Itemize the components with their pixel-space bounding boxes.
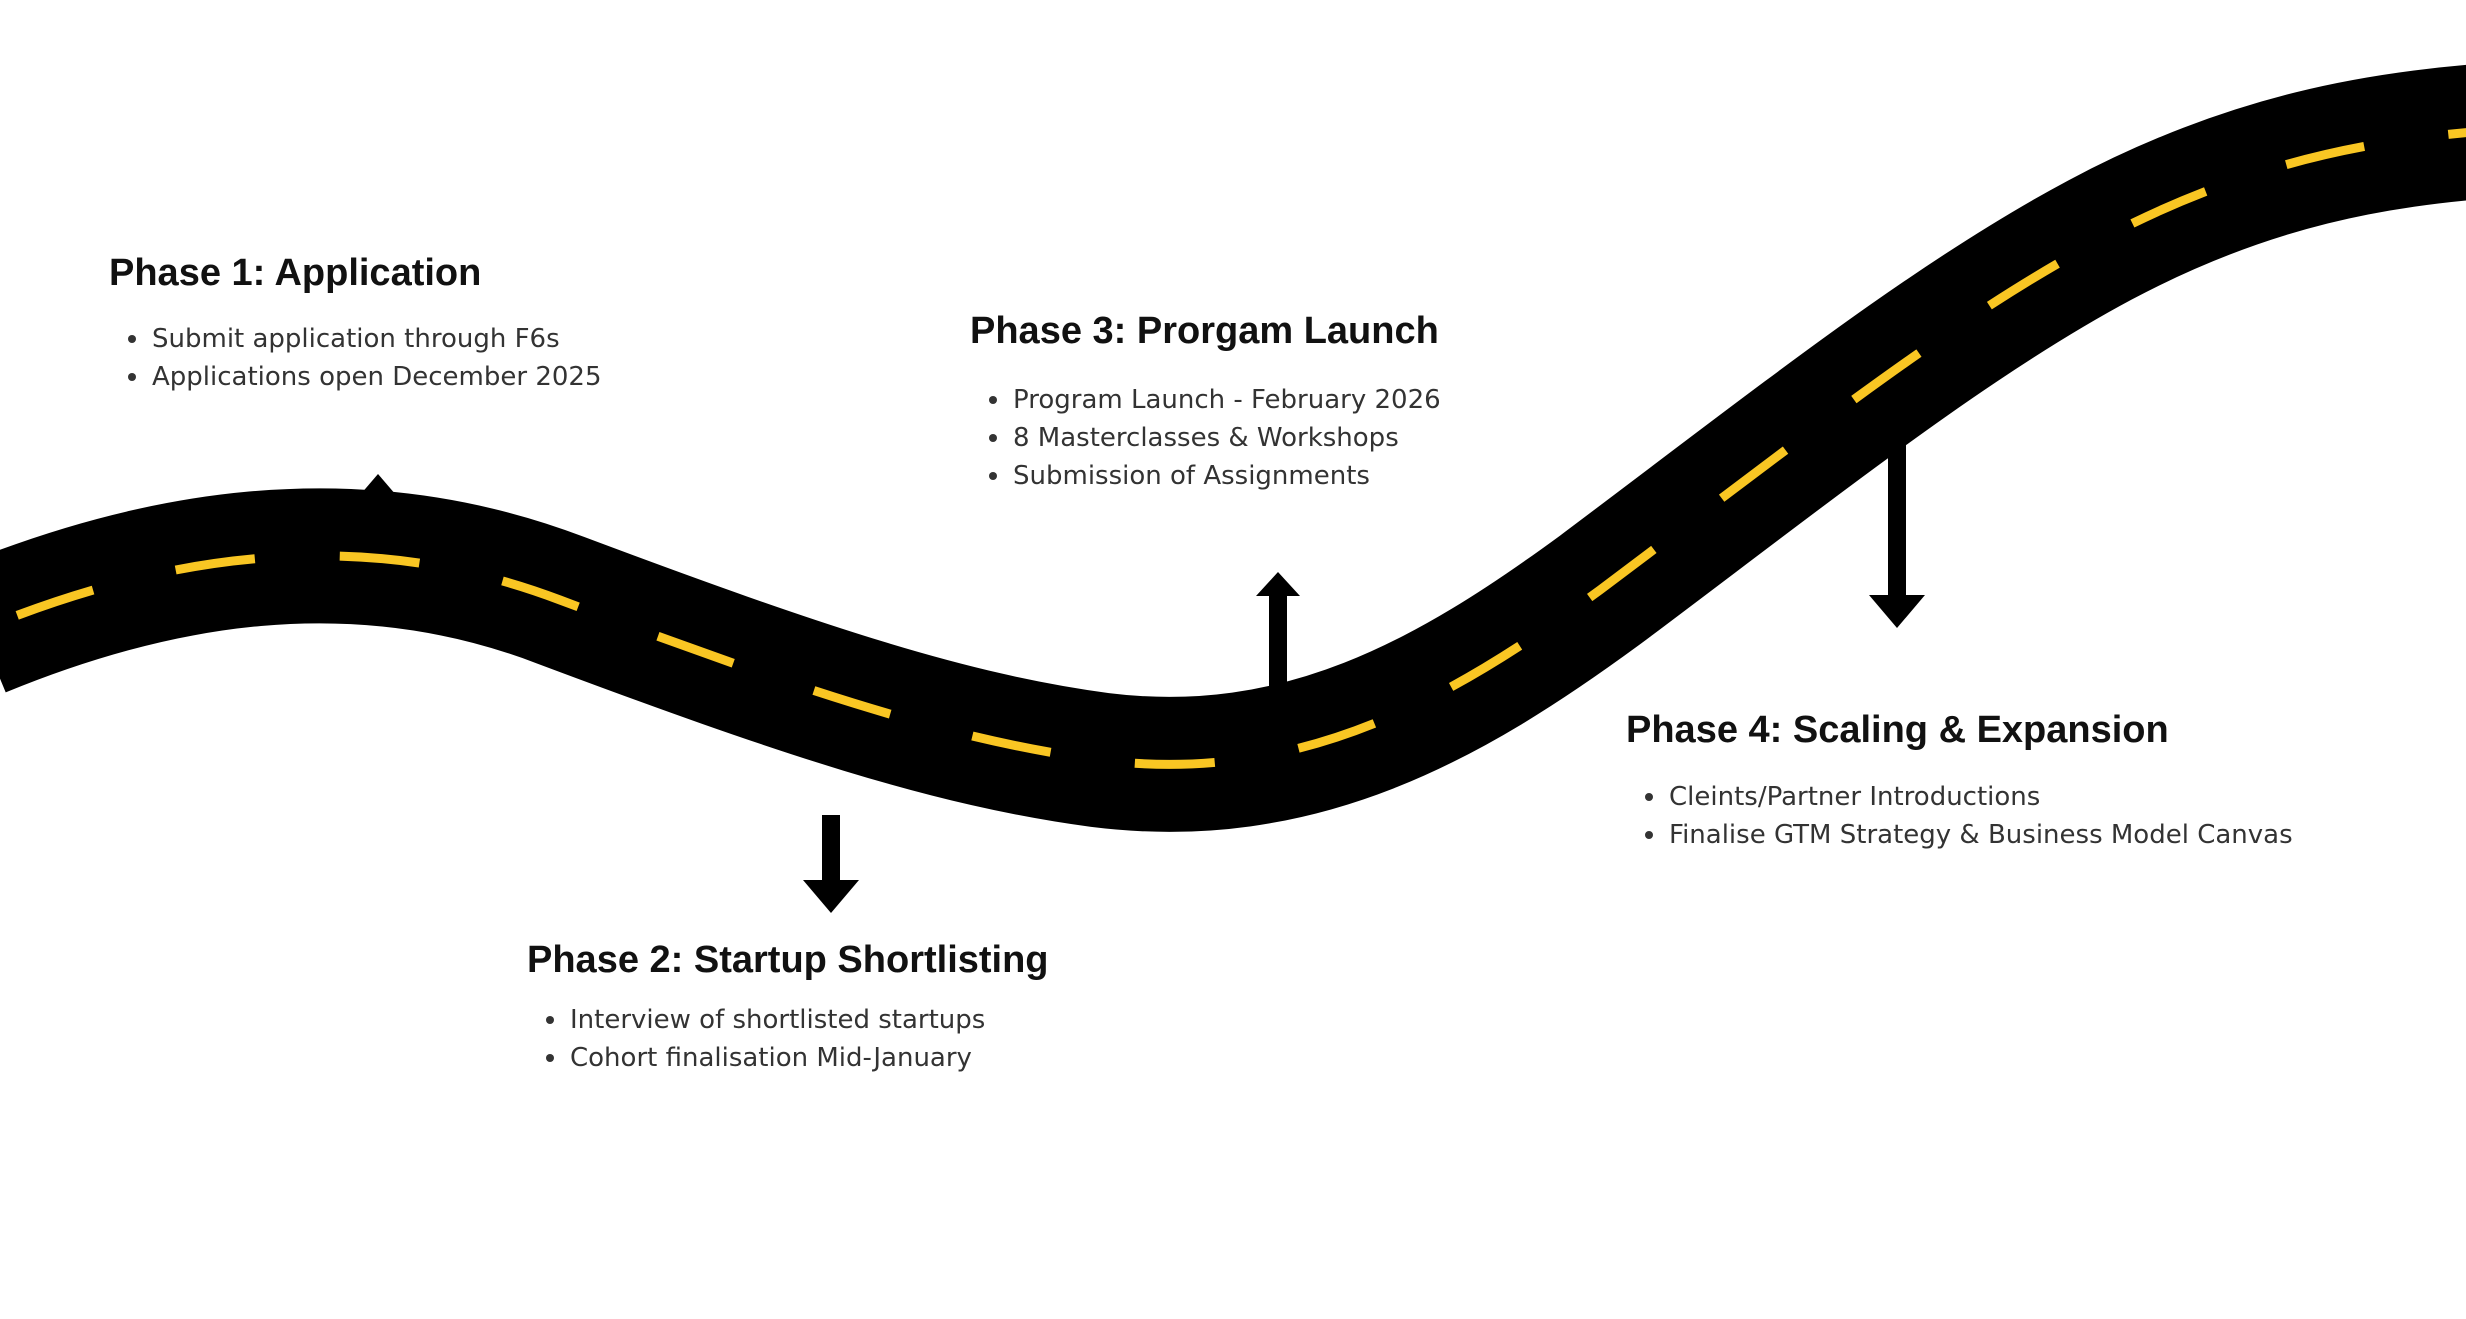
phase-4-title: Phase 4: Scaling & Expansion [1626,709,2169,751]
phase-4-list: Cleints/Partner Introductions Finalise G… [1626,778,2293,854]
down-arrow-icon [1869,410,1925,628]
phase-2-list: Interview of shortlisted startups Cohort… [527,1001,1049,1077]
list-item: Cleints/Partner Introductions [1645,778,2293,816]
down-arrow-icon [803,815,859,913]
list-item: Submission of Assignments [989,457,1441,495]
phase-3-block: Phase 3: Prorgam Launch Program Launch -… [970,308,1441,495]
phase-1-list: Submit application through F6s Applicati… [109,320,602,396]
list-item: Finalise GTM Strategy & Business Model C… [1645,816,2293,854]
list-item: Applications open December 2025 [128,358,602,396]
phase-3-title: Phase 3: Prorgam Launch [970,310,1439,352]
up-arrow-icon [354,474,402,552]
phase-2-title: Phase 2: Startup Shortlisting [527,939,1049,981]
list-item: 8 Masterclasses & Workshops [989,419,1441,457]
list-item: Cohort finalisation Mid-January [546,1039,1049,1077]
phase-4-block: Phase 4: Scaling & Expansion Cleints/Par… [1626,707,2293,854]
phase-1-block: Phase 1: Application Submit application … [109,250,602,396]
phase-2-block: Phase 2: Startup Shortlisting Interview … [527,937,1049,1077]
list-item: Interview of shortlisted startups [546,1001,1049,1039]
phase-3-list: Program Launch - February 2026 8 Masterc… [970,381,1441,495]
road-center-line [0,128,2466,769]
phase-1-title: Phase 1: Application [109,252,482,294]
list-item: Program Launch - February 2026 [989,381,1441,419]
up-arrow-icon [1256,572,1300,688]
list-item: Submit application through F6s [128,320,602,358]
